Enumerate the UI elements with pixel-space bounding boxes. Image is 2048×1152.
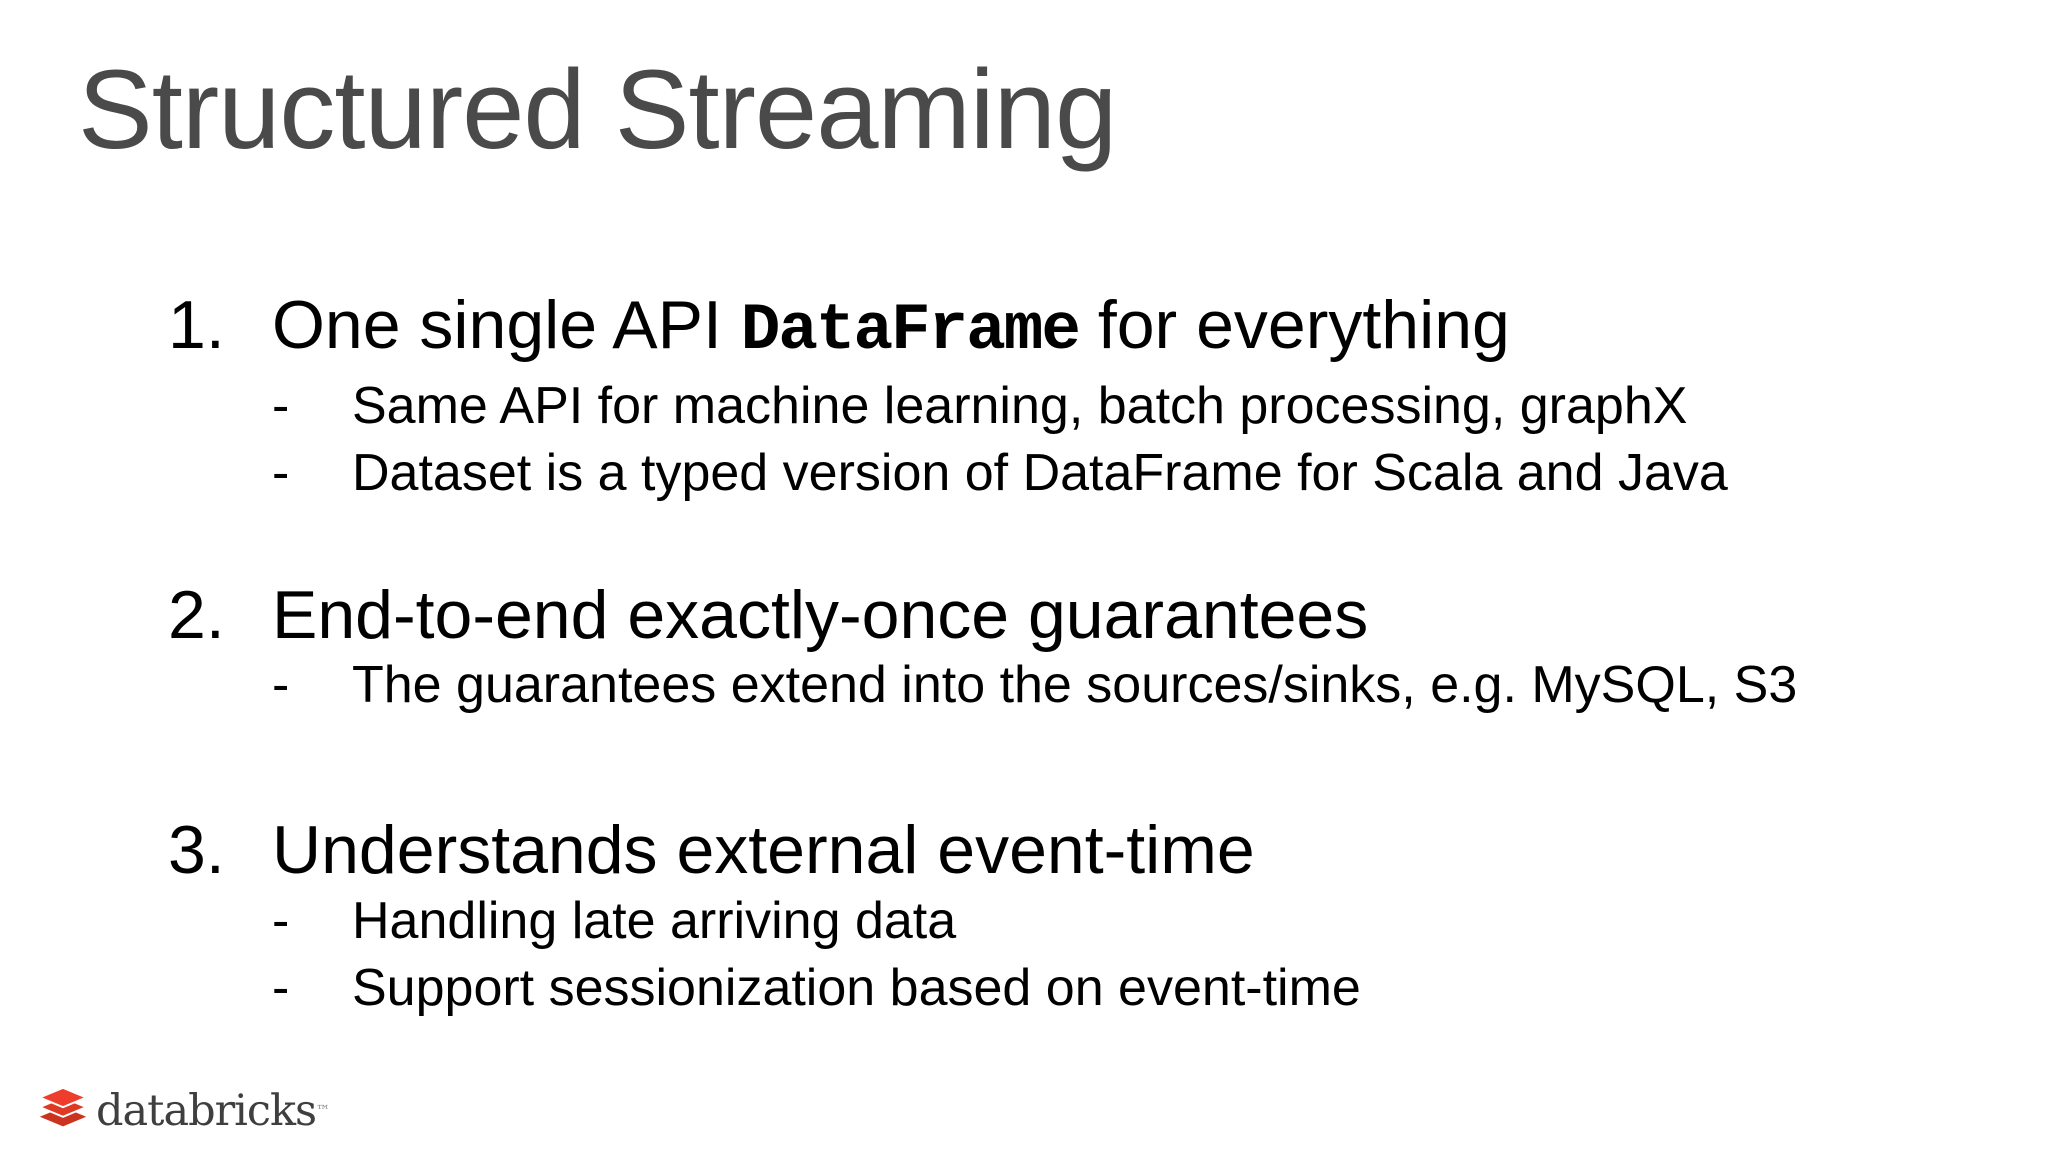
list-item-3: 3. Understands external event-time	[168, 813, 1255, 888]
list-item-2-text: End-to-end exactly-once guarantees	[272, 577, 1369, 653]
list-item-2-sub-1-text: The guarantees extend into the sources/s…	[352, 656, 1798, 714]
list-item-1-sub-2: - Dataset is a typed version of DataFram…	[272, 444, 1728, 502]
list-item-3-sub-2: - Support sessionization based on event-…	[272, 959, 1361, 1017]
dash-bullet: -	[272, 892, 290, 950]
list-item-3-sub-2-text: Support sessionization based on event-ti…	[352, 959, 1361, 1017]
databricks-bricks-icon	[37, 1086, 89, 1127]
list-item-2-number: 2.	[168, 577, 225, 653]
list-item-3-number: 3.	[168, 812, 225, 888]
list-item-1-sub-1: - Same API for machine learning, batch p…	[272, 377, 1688, 435]
list-item-2-sub-1: - The guarantees extend into the sources…	[272, 656, 1798, 714]
dash-bullet: -	[272, 377, 290, 435]
slide-title: Structured Streaming	[78, 47, 1117, 172]
databricks-logo-text: databricks	[96, 1085, 317, 1136]
list-item-1-number: 1.	[168, 287, 225, 363]
list-item-3-sub-1-text: Handling late arriving data	[352, 892, 957, 950]
databricks-logo: databricks ™	[36, 1084, 330, 1138]
inline-code-dataframe: DataFrame	[740, 293, 1081, 368]
dash-bullet: -	[272, 959, 290, 1017]
list-item-1-sub-1-text: Same API for machine learning, batch pro…	[352, 377, 1688, 435]
trademark-symbol: ™	[316, 1103, 331, 1119]
list-item-1-sub-2-text: Dataset is a typed version of DataFrame …	[352, 444, 1728, 502]
list-item-1: 1. One single API DataFrame for everythi…	[168, 288, 1510, 368]
list-item-3-text: Understands external event-time	[272, 812, 1255, 888]
dash-bullet: -	[272, 444, 290, 502]
dash-bullet: -	[272, 656, 290, 714]
list-item-3-sub-1: - Handling late arriving data	[272, 892, 957, 950]
list-item-1-text: One single API DataFrame for everything	[272, 287, 1510, 368]
list-item-2: 2. End-to-end exactly-once guarantees	[168, 578, 1368, 653]
